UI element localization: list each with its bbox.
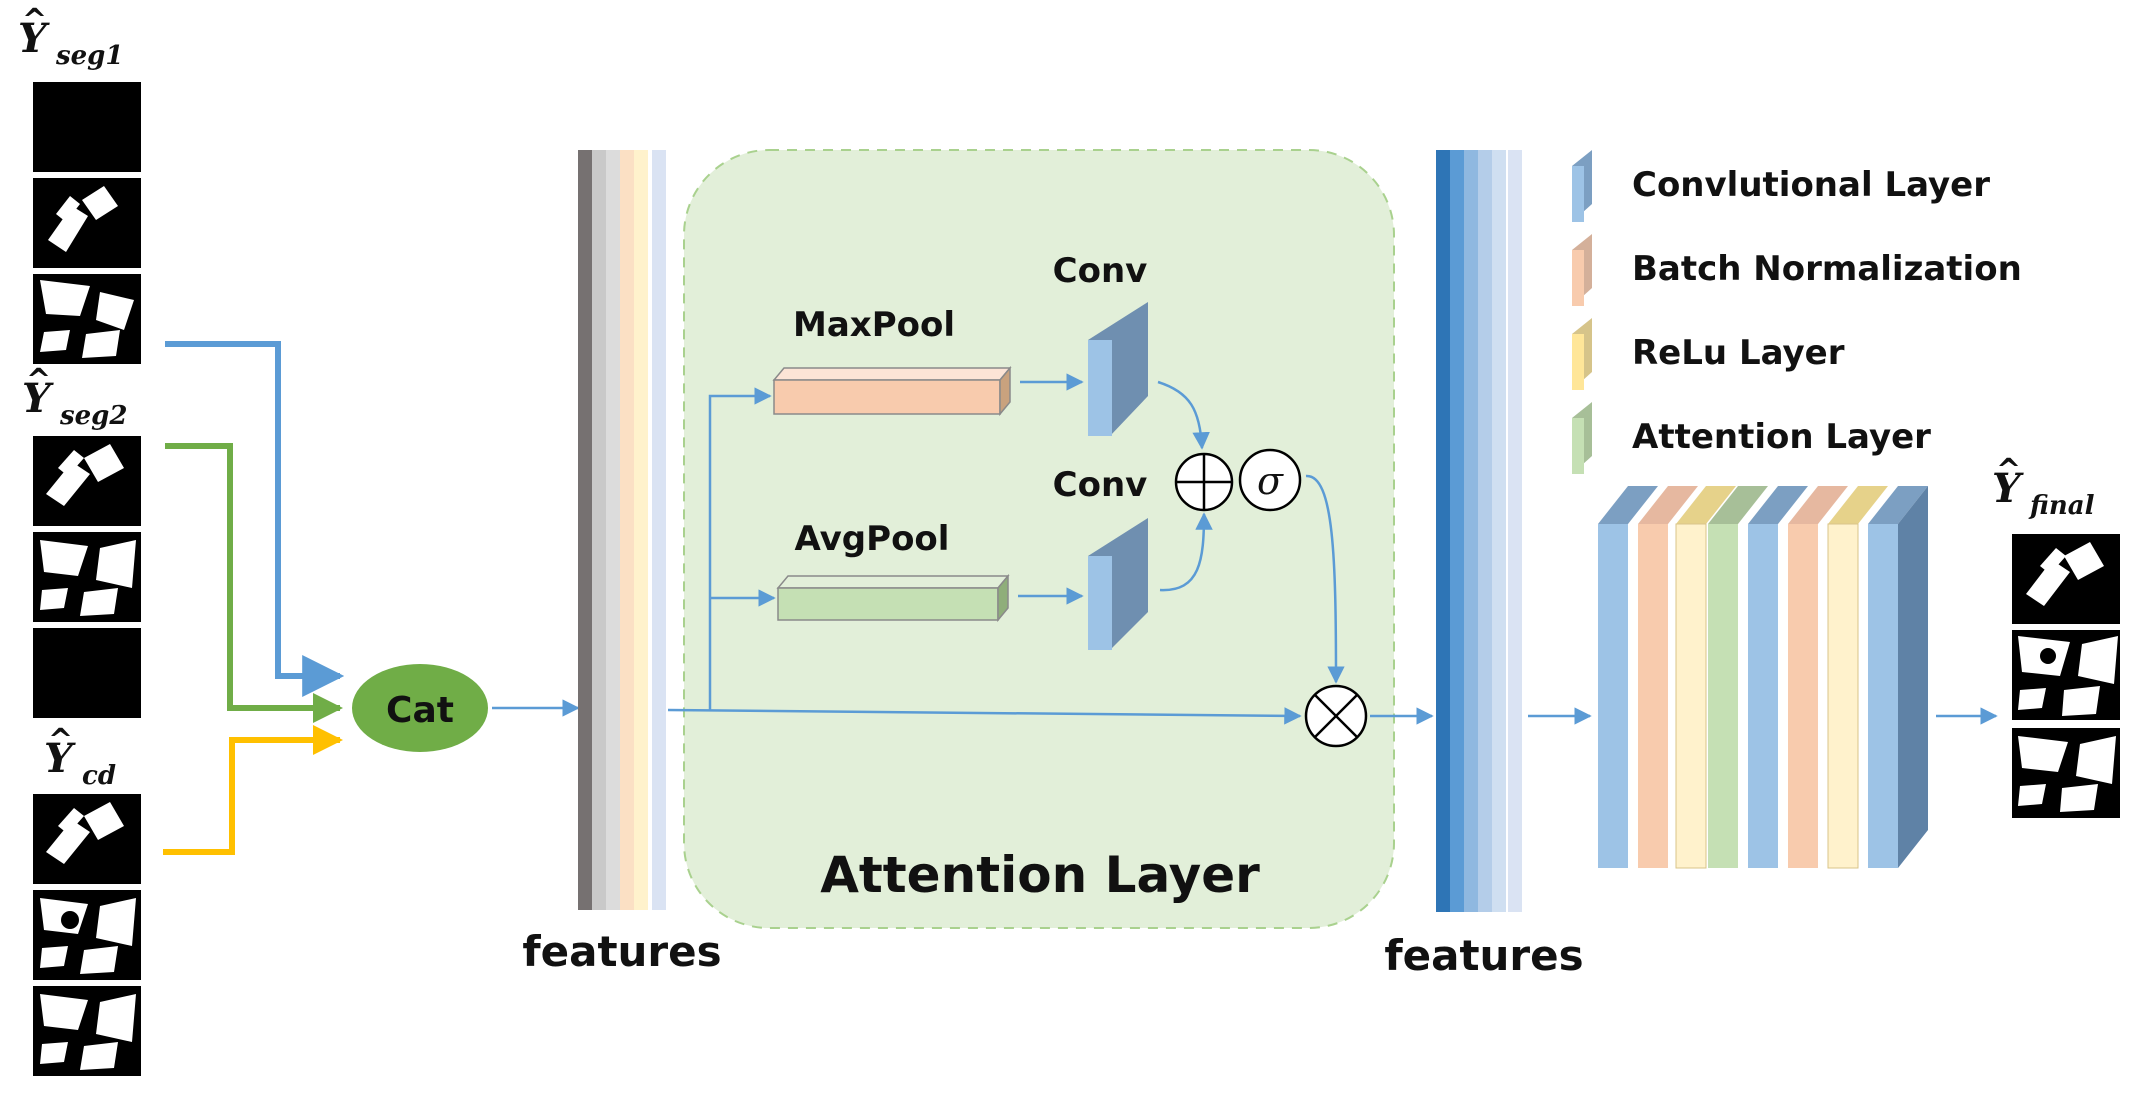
- attention-internal-arrows: [667, 373, 1434, 725]
- svg-text:final: final: [2028, 491, 2095, 521]
- conv-bottom-block: [1088, 518, 1148, 650]
- sum-operator: [1174, 452, 1234, 512]
- maxpool-bar: [772, 365, 1012, 417]
- seg1-connector: [165, 341, 345, 697]
- maxpool-label: MaxPool: [793, 305, 955, 345]
- legend: Convlutional Layer Batch Normalization R…: [1572, 150, 2022, 474]
- avgpool-label: AvgPool: [795, 519, 950, 559]
- mask-thumbnail: [2012, 630, 2120, 720]
- cd-connector: [163, 725, 343, 855]
- svg-text:Convlutional Layer: Convlutional Layer: [1632, 165, 1990, 205]
- mask-thumbnail: [2012, 534, 2120, 624]
- cat-label: Cat: [386, 690, 454, 731]
- svg-text:Attention Layer: Attention Layer: [1632, 417, 1931, 457]
- left-feature-stack: [578, 150, 666, 910]
- svg-text:Y: Y: [18, 15, 50, 62]
- input-label-cd: Y ^ cd: [44, 723, 116, 791]
- legend-item-relu: ReLu Layer: [1572, 318, 1845, 390]
- mask-thumbnail: [33, 794, 141, 884]
- conv-bottom-label: Conv: [1053, 465, 1148, 505]
- svg-text:seg2: seg2: [59, 401, 127, 431]
- attention-layer-title: Attention Layer: [820, 846, 1260, 904]
- legend-item-bn: Batch Normalization: [1572, 234, 2022, 306]
- sigma-operator: σ: [1238, 448, 1302, 512]
- mask-thumbnail: [33, 890, 141, 980]
- svg-text:seg1: seg1: [55, 41, 123, 71]
- svg-text:σ: σ: [1257, 459, 1284, 503]
- seg2-masks: [33, 436, 141, 718]
- mask-thumbnail: [33, 274, 141, 364]
- right-feature-stack: [1436, 150, 1522, 912]
- output-label: Y ^ final: [1992, 453, 2095, 521]
- cat-node: [352, 664, 488, 752]
- svg-text:Batch Normalization: Batch Normalization: [1632, 249, 2022, 289]
- conv-top-block: [1088, 302, 1148, 436]
- features-right-label: features: [1384, 931, 1583, 980]
- attention-layer-box: [683, 149, 1395, 929]
- mask-thumbnail: [33, 436, 141, 526]
- svg-text:cd: cd: [82, 761, 116, 791]
- multiply-operator: [1304, 684, 1368, 748]
- features-left-label: features: [522, 927, 721, 976]
- svg-text:^: ^: [26, 363, 51, 398]
- mask-thumbnail: [33, 532, 141, 622]
- legend-item-conv: Convlutional Layer: [1572, 150, 1990, 222]
- conv-top-label: Conv: [1053, 251, 1148, 291]
- mask-thumbnail: [33, 986, 141, 1076]
- svg-text:Y: Y: [22, 375, 54, 422]
- seg2-connector: [165, 443, 343, 723]
- svg-text:ReLu Layer: ReLu Layer: [1632, 333, 1845, 373]
- mask-thumbnail: [2012, 728, 2120, 818]
- svg-text:Y: Y: [1992, 465, 2024, 512]
- svg-text:^: ^: [48, 723, 73, 758]
- svg-text:^: ^: [1996, 453, 2021, 488]
- avgpool-bar: [776, 573, 1010, 623]
- output-masks: [2012, 534, 2120, 818]
- svg-text:^: ^: [22, 3, 47, 38]
- layer-block-stack: [1598, 486, 1928, 869]
- mask-thumbnail: [33, 178, 141, 268]
- input-label-seg1: Y ^ seg1: [18, 3, 123, 71]
- cd-masks: [33, 794, 141, 1076]
- svg-text:Y: Y: [44, 735, 76, 782]
- input-label-seg2: Y ^ seg2: [22, 363, 127, 431]
- seg1-masks: [33, 82, 141, 364]
- legend-item-attention: Attention Layer: [1572, 402, 1931, 474]
